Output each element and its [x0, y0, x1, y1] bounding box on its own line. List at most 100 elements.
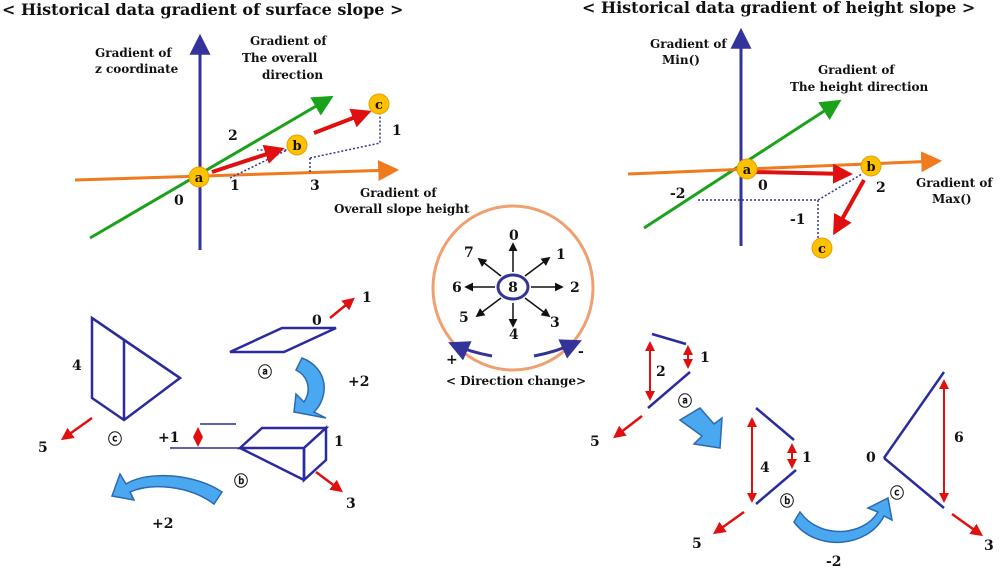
right-num-4: 4	[760, 460, 770, 476]
svg-text:a: a	[195, 171, 204, 186]
left-red-arrow-5	[60, 416, 93, 441]
left-red-arrow-3	[315, 471, 343, 493]
left-num-1-b: 1	[334, 434, 344, 450]
right-red-arrow-3	[951, 512, 984, 537]
left-tick-2-dir: 2	[228, 128, 238, 144]
left-shape-a	[229, 326, 337, 354]
height-axis-label-1: Gradient of	[360, 186, 437, 200]
max-axis	[627, 151, 943, 176]
right-num-1-b: 1	[802, 450, 812, 466]
direction-axis	[89, 95, 334, 240]
svg-text:c: c	[375, 98, 383, 113]
right-curve-arrow-b-c	[793, 496, 894, 543]
right-title: < Historical data gradient of height slo…	[582, 0, 975, 17]
right-shape-a-label: ⓐ	[678, 393, 692, 410]
left-arrow-b-c	[313, 108, 372, 135]
left-num-0: 0	[312, 313, 322, 329]
hdir-axis-label-1: Gradient of	[818, 63, 895, 77]
max-axis-label-1: Gradient of	[916, 176, 993, 190]
left-arrow-a-b	[211, 144, 285, 174]
dir-axis-label-2: The overall	[242, 51, 318, 65]
right-axes-group: < Historical data gradient of height slo…	[582, 0, 993, 259]
left-tick-1-x: 1	[230, 178, 240, 194]
left-red-arrow-1	[329, 297, 355, 319]
svg-text:b: b	[866, 160, 875, 175]
left-num-plus2-a: +2	[348, 374, 369, 390]
right-arrow-a-b	[753, 163, 853, 184]
right-point-c: c	[811, 237, 833, 259]
compass-dir-0: 0	[509, 228, 519, 244]
compass-dir-2: 2	[570, 280, 580, 296]
left-shapes-group: 0 1 ⓐ +2 +1 1 3 ⓑ +2 4	[38, 290, 372, 532]
compass-plus: +	[446, 352, 458, 368]
left-point-c: c	[368, 93, 390, 115]
min-axis-label-2: Min()	[662, 53, 700, 67]
left-guide-c	[309, 112, 381, 159]
left-tick-1-z: 1	[392, 123, 402, 139]
compass-dir-7: 7	[464, 245, 474, 261]
right-num-3: 3	[984, 538, 994, 554]
right-shapes-group: 2 1 ⓐ 5 4 1 ⓑ 5 -2 0 6 ⓒ 3	[590, 332, 994, 568]
right-red-arrow-5a	[613, 415, 643, 439]
compass-dir-1: 1	[556, 247, 566, 263]
right-num-2: 2	[656, 364, 666, 380]
right-shape-a-top	[651, 332, 687, 346]
right-shape-c-top	[882, 371, 946, 459]
left-shape-a-label: ⓐ	[258, 364, 272, 381]
right-shape-a-bottom	[647, 371, 691, 409]
right-shape-b-top	[755, 407, 795, 441]
right-shape-c-bottom	[883, 457, 945, 509]
right-arrow-b-c	[833, 179, 866, 236]
z-axis-label-1: Gradient of	[95, 46, 172, 60]
compass-caption: < Direction change>	[446, 374, 586, 388]
dir-axis-label-1: Gradient of	[250, 34, 327, 48]
compass-center: 8	[508, 280, 518, 296]
left-shape-b	[236, 425, 330, 483]
left-num-5: 5	[38, 440, 48, 456]
height-axis-label-2: Overall slope height	[334, 202, 470, 216]
right-num-1-a: 1	[700, 350, 710, 366]
right-num-neg2: -2	[826, 554, 842, 568]
right-point-a: a	[736, 158, 758, 180]
svg-text:c: c	[818, 242, 826, 257]
right-arrow-a-b-shape	[678, 407, 723, 449]
dir-axis-label-3: direction	[262, 68, 323, 82]
right-shape-c-label: ⓒ	[890, 485, 904, 502]
right-num-5-b: 5	[692, 536, 702, 552]
left-point-b: b	[286, 134, 308, 156]
left-shape-b-label: ⓑ	[234, 473, 248, 490]
left-title: < Historical data gradient of surface sl…	[2, 0, 403, 19]
left-curve-arrow-b-c	[110, 472, 224, 506]
right-tick-neg2: -2	[670, 186, 686, 202]
direction-compass: 8 0 1 2 3 4 5 6 7 + - < Direction change…	[431, 204, 595, 388]
left-origin-label: 0	[174, 193, 184, 209]
left-shape-c-label: ⓒ	[108, 431, 122, 448]
compass-dir-5: 5	[459, 310, 469, 326]
right-num-6: 6	[954, 430, 964, 446]
left-curve-arrow-a-b	[293, 357, 327, 419]
compass-arc-plus	[448, 341, 493, 361]
max-axis-label-2: Max()	[932, 192, 972, 206]
compass-dir-6: 6	[452, 280, 462, 296]
left-num-3: 3	[346, 496, 356, 512]
left-guide-b	[229, 149, 288, 179]
left-num-1-top: 1	[362, 290, 372, 306]
svg-text:b: b	[292, 139, 301, 154]
left-point-a: a	[188, 166, 210, 188]
right-red-arrow-5b	[712, 510, 745, 535]
left-num-4: 4	[72, 358, 82, 374]
left-num-plus2-b: +2	[152, 516, 173, 532]
left-num-plus1: +1	[158, 430, 179, 446]
min-axis-label-1: Gradient of	[650, 37, 727, 51]
compass-dir-3: 3	[550, 315, 560, 331]
right-point-b: b	[860, 155, 882, 177]
compass-arc-minus	[533, 339, 582, 359]
right-tick-neg1: -1	[790, 212, 806, 228]
right-tick-2: 2	[876, 180, 886, 196]
left-axes-group: < Historical data gradient of surface sl…	[2, 0, 470, 250]
z-axis-label-2: z coordinate	[95, 62, 179, 76]
right-origin-label: 0	[758, 178, 768, 194]
right-num-5-a: 5	[590, 434, 600, 450]
left-tick-3-x: 3	[310, 178, 320, 194]
